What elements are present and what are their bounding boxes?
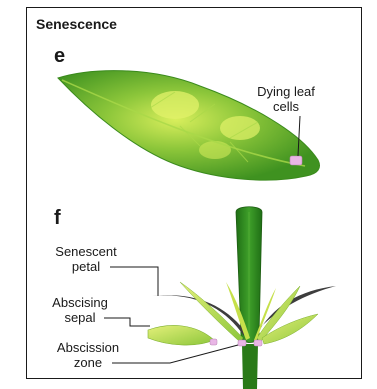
- label-senescent-petal-line1: Senescent: [55, 244, 117, 259]
- label-abscission-zone-line1: Abscission: [57, 340, 119, 355]
- leader-senescent-petal: [110, 267, 158, 296]
- label-dying-leaf-line1: Dying leaf: [257, 84, 315, 99]
- abscission-zone-marker-right: [254, 340, 262, 346]
- panel-letter-e: e: [54, 45, 65, 67]
- figure-title: Senescence: [36, 16, 117, 32]
- dying-cells-marker: [290, 156, 302, 165]
- label-dying-leaf-line2: cells: [273, 99, 300, 114]
- label-abscising-sepal-line1: Abscising: [52, 295, 108, 310]
- abscission-zone-marker-left: [238, 340, 246, 346]
- label-abscission-zone-line2: zone: [74, 355, 102, 370]
- panel-letter-f: f: [54, 207, 61, 229]
- leader-abscission-zone: [112, 345, 238, 363]
- label-senescent-petal-line2: petal: [72, 259, 100, 274]
- label-abscising-sepal-line2: sepal: [64, 310, 95, 325]
- leader-abscising-sepal: [104, 318, 150, 326]
